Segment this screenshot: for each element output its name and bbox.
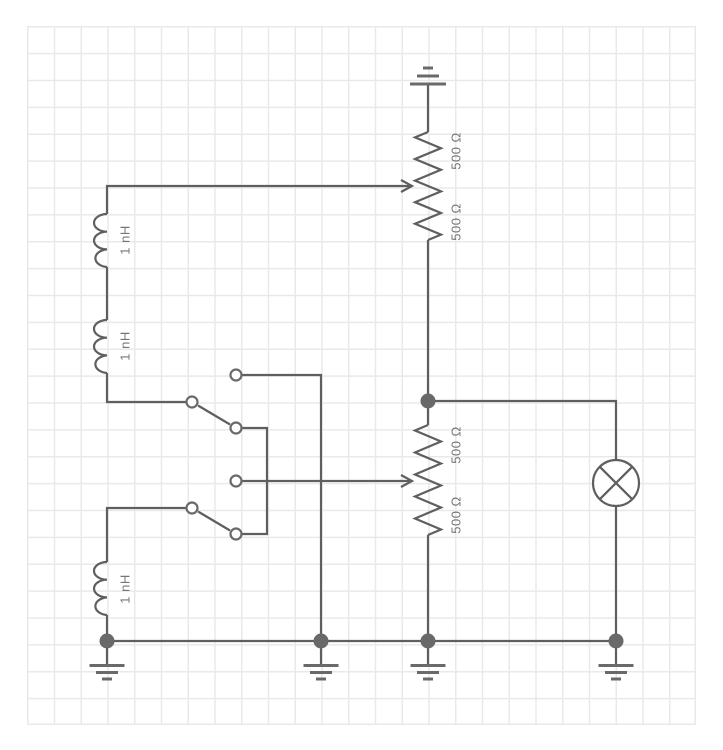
switch-throw-terminal bbox=[229, 368, 243, 382]
spdt-switch-2[interactable] bbox=[185, 501, 243, 541]
junction-dot bbox=[99, 633, 115, 649]
wire-arrow1-shaft bbox=[105, 184, 411, 214]
inductor-value-label: 1 nH bbox=[118, 574, 133, 603]
resistor-zigzag bbox=[412, 130, 444, 242]
wire-l2-to-switch1 bbox=[105, 373, 186, 404]
junction-dot bbox=[420, 633, 436, 649]
inductor-value-label: 1 nH bbox=[118, 225, 133, 254]
spdt-switch-1[interactable] bbox=[185, 368, 243, 435]
ground-symbol-bottom-right[interactable] bbox=[598, 641, 634, 681]
wire-switch2-to-l3 bbox=[105, 506, 186, 562]
switch-blade bbox=[197, 404, 231, 426]
lamp-cross-icon bbox=[598, 465, 634, 501]
junction-dots bbox=[99, 393, 624, 649]
resistor-value-label: 500 Ω bbox=[449, 426, 464, 464]
lamp-symbol[interactable] bbox=[591, 458, 641, 508]
wiper-arrow-icon bbox=[400, 179, 415, 193]
inductor-1[interactable]: 1 nH bbox=[92, 212, 133, 269]
switch-common-terminal bbox=[185, 501, 199, 515]
inductor-2[interactable]: 1 nH bbox=[92, 318, 133, 375]
inductor-coil bbox=[92, 212, 108, 269]
ground-symbol-top[interactable] bbox=[410, 66, 446, 132]
junction-dot bbox=[608, 633, 624, 649]
switch-throw-terminal bbox=[229, 527, 243, 541]
junction-dot bbox=[420, 393, 436, 409]
wires bbox=[105, 184, 618, 643]
inductor-3[interactable]: 1 nH bbox=[92, 560, 133, 617]
switch-blade bbox=[197, 510, 231, 532]
wire-junction-to-lamp bbox=[428, 399, 618, 460]
switch-common-terminal bbox=[185, 395, 199, 409]
wire-throw1a-to-rail bbox=[242, 373, 323, 641]
inductor-value-label: 1 nH bbox=[118, 331, 133, 360]
grid-background bbox=[27, 26, 696, 725]
inductor-coil bbox=[92, 560, 108, 617]
inductor-coil bbox=[92, 318, 108, 375]
resistor-zigzag bbox=[412, 423, 444, 537]
junction-dot bbox=[313, 633, 329, 649]
wiper-arrow-icon bbox=[400, 474, 415, 488]
resistor-value-label: 500 Ω bbox=[449, 496, 464, 534]
resistor-value-label: 500 Ω bbox=[449, 203, 464, 241]
resistor-value-label: 500 Ω bbox=[449, 132, 464, 170]
wiper-open-terminal[interactable] bbox=[229, 474, 243, 488]
potentiometer-top[interactable]: 500 Ω 500 Ω bbox=[400, 130, 464, 242]
potentiometer-bottom[interactable]: 500 Ω 500 Ω bbox=[400, 423, 464, 537]
switch-throw-terminal bbox=[229, 421, 243, 435]
